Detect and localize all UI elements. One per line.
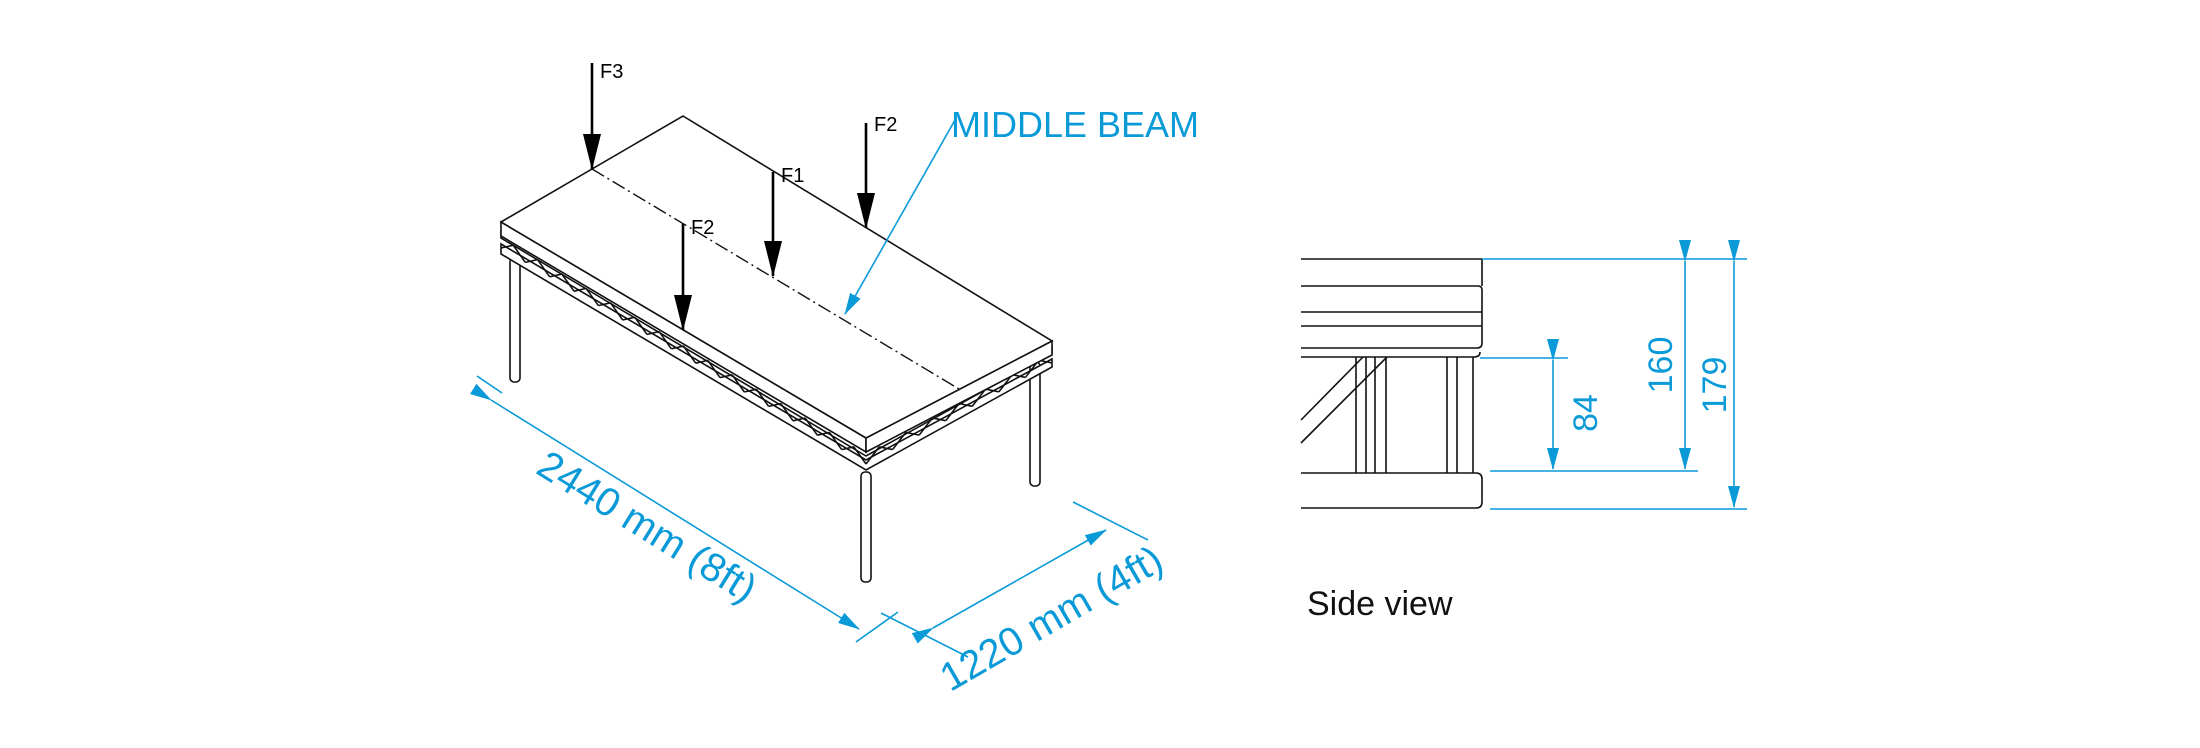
middle-beam-label: MIDDLE BEAM (951, 104, 1199, 145)
truss-diagonal (905, 431, 920, 436)
leg-right (1029, 361, 1041, 487)
truss-diagonal (671, 345, 684, 350)
truss-diagonal (500, 244, 514, 249)
truss-diagonal (525, 258, 538, 264)
truss-diagonal (622, 316, 636, 321)
truss-diagonal (634, 316, 648, 335)
side-view-truss (1300, 356, 1483, 509)
truss-diagonal (707, 359, 721, 379)
truss-diagonal (879, 446, 893, 451)
truss-diagonal (573, 287, 587, 292)
force-label: F2 (874, 114, 897, 136)
side-view-dimensions: 84 160 179 (1480, 240, 1747, 510)
truss-diagonal (512, 244, 526, 263)
truss-diagonal (585, 287, 599, 307)
width-dimension: 1220 mm (4ft) (880, 501, 1171, 700)
truss-diagonal (865, 446, 880, 465)
force-f2-back: F2 (857, 114, 897, 229)
truss-diagonal (918, 417, 934, 436)
middle-beam-leader (844, 119, 956, 315)
truss-diagonal (932, 417, 946, 422)
truss-diagonal (682, 345, 697, 364)
truss-diagonal (549, 273, 563, 278)
truss-diagonal (891, 431, 907, 451)
force-f2-front: F2 (674, 217, 714, 331)
truss-diagonal (958, 402, 973, 408)
width-label: 1220 mm (4ft) (933, 537, 1171, 700)
truss-diagonal (945, 403, 960, 422)
truss-diagonal (695, 359, 709, 364)
dim-160-label: 160 (1642, 337, 1680, 394)
side-view-title: Side view (1307, 585, 1453, 623)
truss-diagonal (536, 259, 551, 278)
truss-diagonal (658, 331, 672, 350)
dim-179-label: 179 (1696, 357, 1734, 414)
truss-diagonal (646, 330, 660, 336)
truss-diagonal (609, 302, 624, 321)
side-view-deck (1301, 258, 1483, 358)
isometric-stage: F3 F2 F1 F2 MIDDLE BEAM 2440 mm (8ft) (470, 61, 1199, 700)
truss-diagonal (719, 374, 733, 379)
force-f1: F1 (764, 165, 804, 277)
side-view: 84 160 179 Side view (1300, 240, 1747, 623)
force-label: F1 (781, 165, 804, 187)
length-label: 2440 mm (8ft) (529, 443, 764, 612)
dim-84-label: 84 (1567, 394, 1605, 432)
leg-left (509, 257, 521, 383)
leg-front (860, 471, 872, 583)
truss-diagonal (561, 273, 575, 292)
truss-diagonal (971, 388, 987, 407)
truss-diagonal (598, 302, 611, 307)
truss-diagonal (985, 388, 1000, 393)
force-f3: F3 (583, 61, 623, 170)
force-label: F2 (691, 217, 714, 239)
force-label: F3 (600, 61, 623, 83)
